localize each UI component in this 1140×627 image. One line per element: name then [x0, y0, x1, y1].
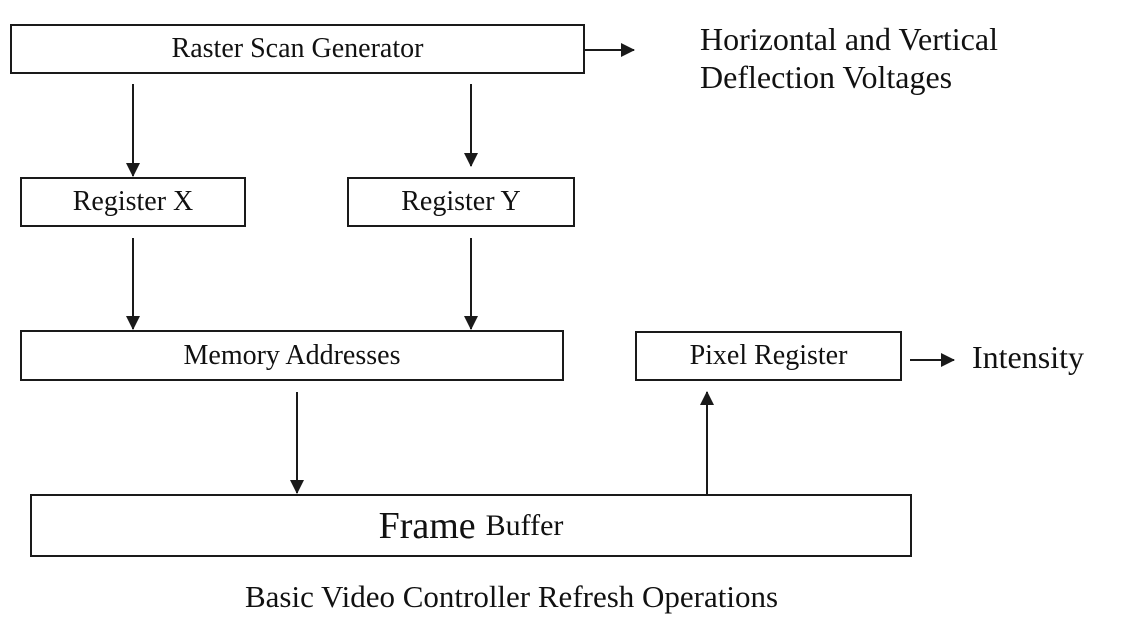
- register-y-box: Register Y: [347, 177, 575, 227]
- pixel-register-box: Pixel Register: [635, 331, 902, 381]
- diagram-caption: Basic Video Controller Refresh Operation…: [245, 579, 779, 614]
- deflection-line-1: Horizontal and Vertical: [700, 21, 998, 57]
- register-x-label: Register X: [72, 186, 194, 217]
- frame-buffer-box: Frame Buffer: [30, 494, 912, 557]
- frame-buffer-main-label: Frame: [378, 504, 476, 547]
- intensity-label: Intensity: [972, 339, 1084, 375]
- frame-buffer-sub-label: Buffer: [485, 508, 564, 542]
- register-y-label: Register Y: [401, 186, 521, 217]
- pixel-register-label: Pixel Register: [689, 340, 848, 371]
- deflection-line-2: Deflection Voltages: [700, 59, 953, 95]
- memory-addresses-label: Memory Addresses: [183, 339, 401, 371]
- raster-scan-generator-label: Raster Scan Generator: [171, 33, 424, 64]
- memory-addresses-box: Memory Addresses: [20, 330, 564, 381]
- register-x-box: Register X: [20, 177, 246, 227]
- deflection-voltages-label: Horizontal and Vertical Deflection Volta…: [700, 20, 998, 96]
- raster-scan-generator-box: Raster Scan Generator: [10, 24, 585, 74]
